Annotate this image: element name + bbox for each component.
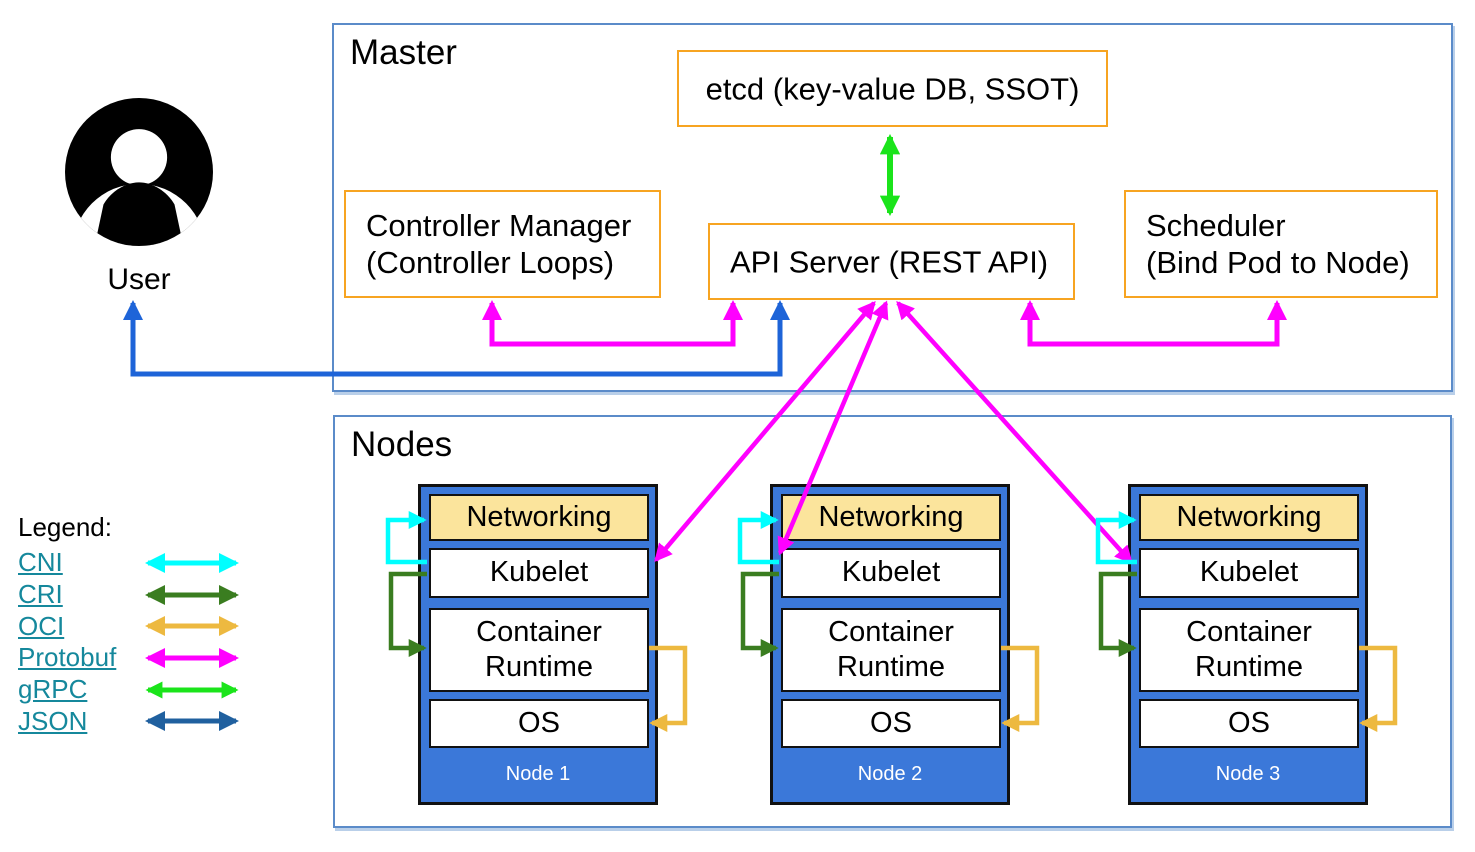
node-2-container-runtime-layer: Container Runtime [781,608,1001,692]
legend-cri-arrow-icon [145,584,239,605]
node-3-kubelet-layer: Kubelet [1139,548,1359,598]
api-server-box: API Server (REST API) [708,223,1075,300]
node-2-os-layer: OS [781,699,1001,748]
legend-json-arrow-icon [145,711,239,732]
legend-grpc-arrow-icon [145,681,239,699]
nodes-title: Nodes [351,425,453,464]
legend-link-grpc[interactable]: gRPC [18,674,88,705]
user-group: User [65,98,213,297]
node-1-name: Node 1 [505,763,571,785]
etcd-box: etcd (key-value DB, SSOT) [677,50,1108,127]
etcd-label: etcd (key-value DB, SSOT) [705,71,1080,106]
scheduler-box: Scheduler (Bind Pod to Node) [1124,190,1438,298]
scheduler-label-line1: Scheduler [1146,208,1286,243]
legend: Legend: CNI CRI OCI Protobuf gRP [18,512,252,737]
controller-manager-label-line1: Controller Manager [366,208,632,243]
node-2-kubelet-layer: Kubelet [781,548,1001,598]
legend-row-oci: OCI [18,610,252,642]
node-2-name: Node 2 [857,763,923,785]
legend-cni-arrow-icon [145,552,239,573]
api-server-label: API Server (REST API) [730,244,1049,279]
legend-link-cri[interactable]: CRI [18,579,63,610]
legend-row-cni: CNI [18,547,252,579]
node-1: Networking Kubelet Container Runtime OS … [418,484,658,805]
node-1-container-runtime-layer: Container Runtime [429,608,649,692]
scheduler-label-line2: (Bind Pod to Node) [1146,245,1410,280]
master-title: Master [350,33,457,72]
legend-title: Legend: [18,512,112,542]
node-1-networking-layer: Networking [429,494,649,541]
node-3-name: Node 3 [1215,763,1281,785]
user-icon [65,98,213,246]
legend-link-json[interactable]: JSON [18,705,88,736]
node-2: Networking Kubelet Container Runtime OS … [770,484,1010,805]
legend-row-cri: CRI [18,579,252,611]
user-label: User [107,263,171,296]
node-1-kubelet-layer: Kubelet [429,548,649,598]
node-3-container-runtime-layer: Container Runtime [1139,608,1359,692]
controller-manager-box: Controller Manager (Controller Loops) [344,190,661,298]
controller-manager-label-line2: (Controller Loops) [366,245,615,280]
node-2-networking-layer: Networking [781,494,1001,541]
node-3: Networking Kubelet Container Runtime OS … [1128,484,1368,805]
legend-link-cni[interactable]: CNI [18,547,63,578]
node-3-os-layer: OS [1139,699,1359,748]
legend-row-grpc: gRPC [18,674,252,706]
node-3-networking-layer: Networking [1139,494,1359,541]
legend-row-json: JSON [18,705,252,737]
legend-oci-arrow-icon [145,616,239,637]
legend-protobuf-arrow-icon [145,647,239,668]
legend-link-oci[interactable]: OCI [18,610,65,641]
master-frame: Master [332,23,1453,392]
node-1-os-layer: OS [429,699,649,748]
legend-link-protobuf[interactable]: Protobuf [18,642,117,673]
legend-row-protobuf: Protobuf [18,642,252,674]
nodes-frame: Nodes [333,415,1452,828]
